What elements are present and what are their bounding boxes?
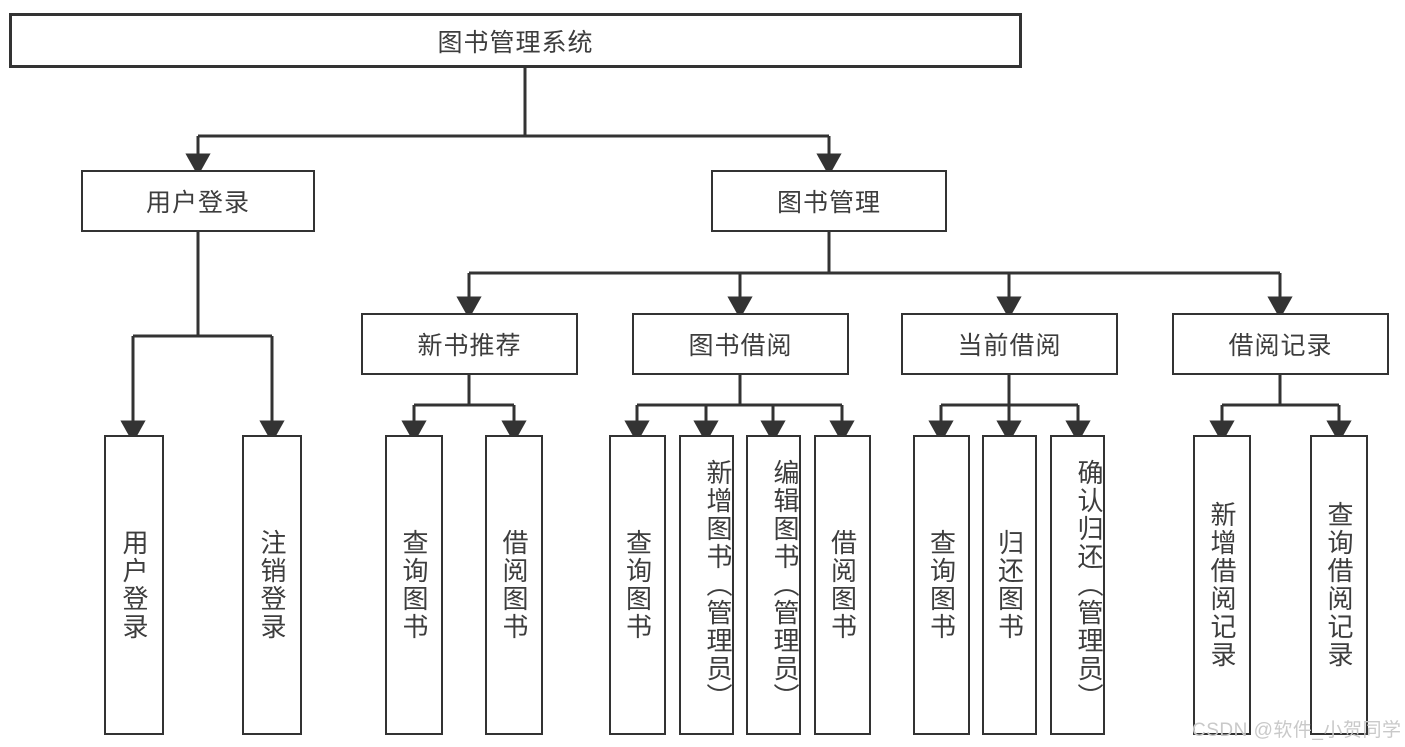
- node-label: 图书借阅: [688, 332, 793, 360]
- node-label: 用户登录: [145, 189, 250, 217]
- node-leaf-logout[interactable]: 注销登录: [242, 435, 302, 735]
- node-book-management[interactable]: 图书管理: [711, 170, 947, 232]
- node-leaf-borrow-book[interactable]: 借阅图书: [814, 435, 871, 735]
- node-leaf-query-book-current[interactable]: 查询图书: [913, 435, 970, 735]
- watermark: CSDN @软件_小贺同学: [1192, 720, 1402, 741]
- node-label: 新增借阅记录: [1207, 501, 1238, 669]
- node-new-book-recommend[interactable]: 新书推荐: [361, 313, 578, 375]
- node-leaf-query-book-recommend[interactable]: 查询图书: [385, 435, 443, 735]
- node-label: 图书管理: [776, 189, 881, 217]
- node-label: 注销登录: [257, 529, 288, 641]
- node-leaf-add-book-admin[interactable]: 新增图书（管理员）: [679, 435, 734, 735]
- node-leaf-query-borrow-record[interactable]: 查询借阅记录: [1310, 435, 1368, 735]
- node-leaf-query-book-borrow[interactable]: 查询图书: [609, 435, 666, 735]
- node-label: 新书推荐: [417, 332, 522, 360]
- node-label: 用户登录: [119, 529, 150, 641]
- node-leaf-user-login[interactable]: 用户登录: [104, 435, 164, 735]
- node-leaf-add-borrow-record[interactable]: 新增借阅记录: [1193, 435, 1251, 735]
- node-label: 编辑图书（管理员）: [770, 459, 800, 711]
- node-leaf-confirm-return-admin[interactable]: 确认归还（管理员）: [1050, 435, 1105, 735]
- node-label: 新增图书（管理员）: [703, 459, 733, 711]
- node-label: 借阅记录: [1228, 332, 1333, 360]
- node-label: 当前借阅: [957, 332, 1062, 360]
- node-label: 归还图书: [994, 529, 1025, 641]
- node-label: 查询借阅记录: [1324, 501, 1355, 669]
- node-leaf-borrow-book-recommend[interactable]: 借阅图书: [485, 435, 543, 735]
- node-label: 借阅图书: [827, 529, 858, 641]
- node-label: 查询图书: [622, 529, 653, 641]
- node-book-borrow[interactable]: 图书借阅: [632, 313, 849, 375]
- node-root-book-management-system[interactable]: 图书管理系统: [9, 13, 1022, 68]
- node-borrow-record[interactable]: 借阅记录: [1172, 313, 1389, 375]
- node-label: 图书管理系统: [437, 28, 594, 57]
- node-leaf-return-book[interactable]: 归还图书: [982, 435, 1037, 735]
- node-user-login[interactable]: 用户登录: [81, 170, 315, 232]
- node-label: 确认归还（管理员）: [1074, 459, 1104, 711]
- node-label: 查询图书: [399, 529, 430, 641]
- node-current-borrow[interactable]: 当前借阅: [901, 313, 1118, 375]
- node-label: 查询图书: [926, 529, 957, 641]
- node-label: 借阅图书: [499, 529, 530, 641]
- node-leaf-edit-book-admin[interactable]: 编辑图书（管理员）: [746, 435, 801, 735]
